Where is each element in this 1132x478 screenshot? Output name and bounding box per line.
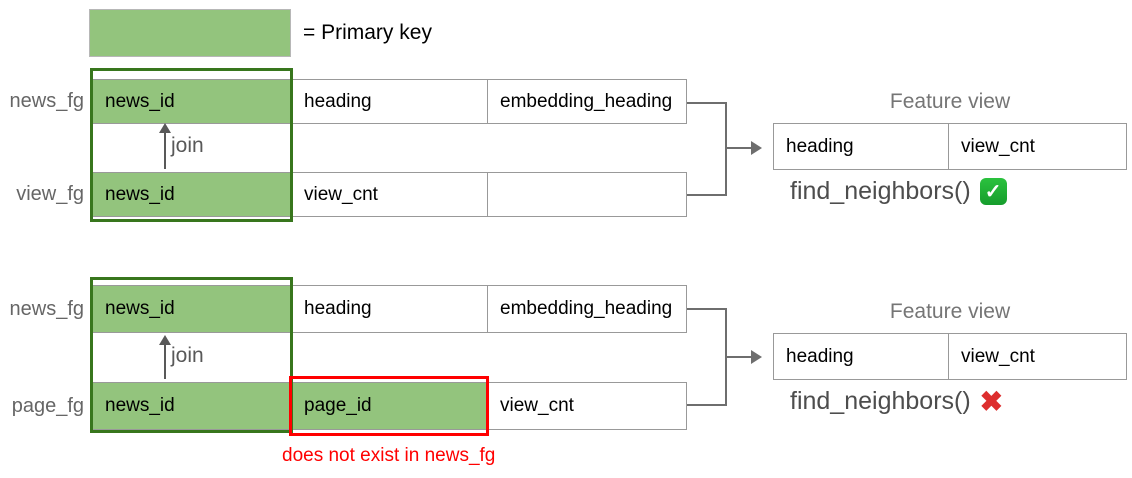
table-cell: heading	[291, 79, 488, 124]
connector-line	[687, 102, 727, 104]
arrow-right-icon	[751, 350, 762, 364]
primary-key-legend-swatch	[89, 9, 291, 57]
check-icon: ✓	[979, 178, 1007, 205]
primary-key-legend-label: = Primary key	[303, 21, 432, 44]
join-arrow-up-icon	[159, 123, 171, 133]
connector-line	[725, 147, 753, 149]
table-cell: embedding_heading	[487, 285, 687, 333]
table-cell: embedding_heading	[487, 79, 687, 124]
table-cell: news_id	[92, 79, 292, 124]
result-row: find_neighbors() ✖	[790, 387, 1003, 416]
join-label: join	[171, 134, 204, 157]
error-note: does not exist in news_fg	[282, 445, 496, 466]
connector-line	[687, 194, 727, 196]
result-label: find_neighbors()	[790, 387, 971, 415]
error-outline	[289, 376, 489, 436]
primary-key-outline	[90, 277, 293, 433]
table-cell: view_cnt	[487, 382, 687, 430]
result-row: find_neighbors() ✓	[790, 177, 1007, 206]
join-label: join	[171, 344, 204, 367]
join-arrow-line	[164, 131, 166, 169]
connector-line	[725, 102, 727, 196]
fg-row-label: news_fg	[9, 90, 85, 112]
feature-view-title: Feature view	[889, 300, 1011, 323]
cross-icon: ✖	[979, 385, 1004, 417]
feature-view-title: Feature view	[889, 90, 1011, 113]
feature-view-cell: view_cnt	[948, 333, 1127, 380]
table-cell: heading	[291, 285, 488, 333]
join-arrow-up-icon	[159, 335, 171, 345]
feature-view-cell: heading	[773, 123, 949, 170]
connector-line	[687, 404, 727, 406]
feature-view-cell: view_cnt	[948, 123, 1127, 170]
feature-view-cell: heading	[773, 333, 949, 380]
fg-row-label: view_fg	[16, 183, 84, 205]
table-cell: view_cnt	[291, 172, 488, 217]
table-cell	[487, 172, 687, 217]
table-cell: page_id	[291, 382, 488, 430]
fg-row-label: news_fg	[9, 297, 85, 320]
result-label: find_neighbors()	[790, 177, 971, 205]
primary-key-outline	[90, 68, 293, 222]
join-arrow-line	[164, 343, 166, 379]
connector-line	[725, 356, 753, 358]
connector-line	[687, 308, 727, 310]
arrow-right-icon	[751, 141, 762, 155]
fg-row-label: page_fg	[11, 394, 84, 417]
